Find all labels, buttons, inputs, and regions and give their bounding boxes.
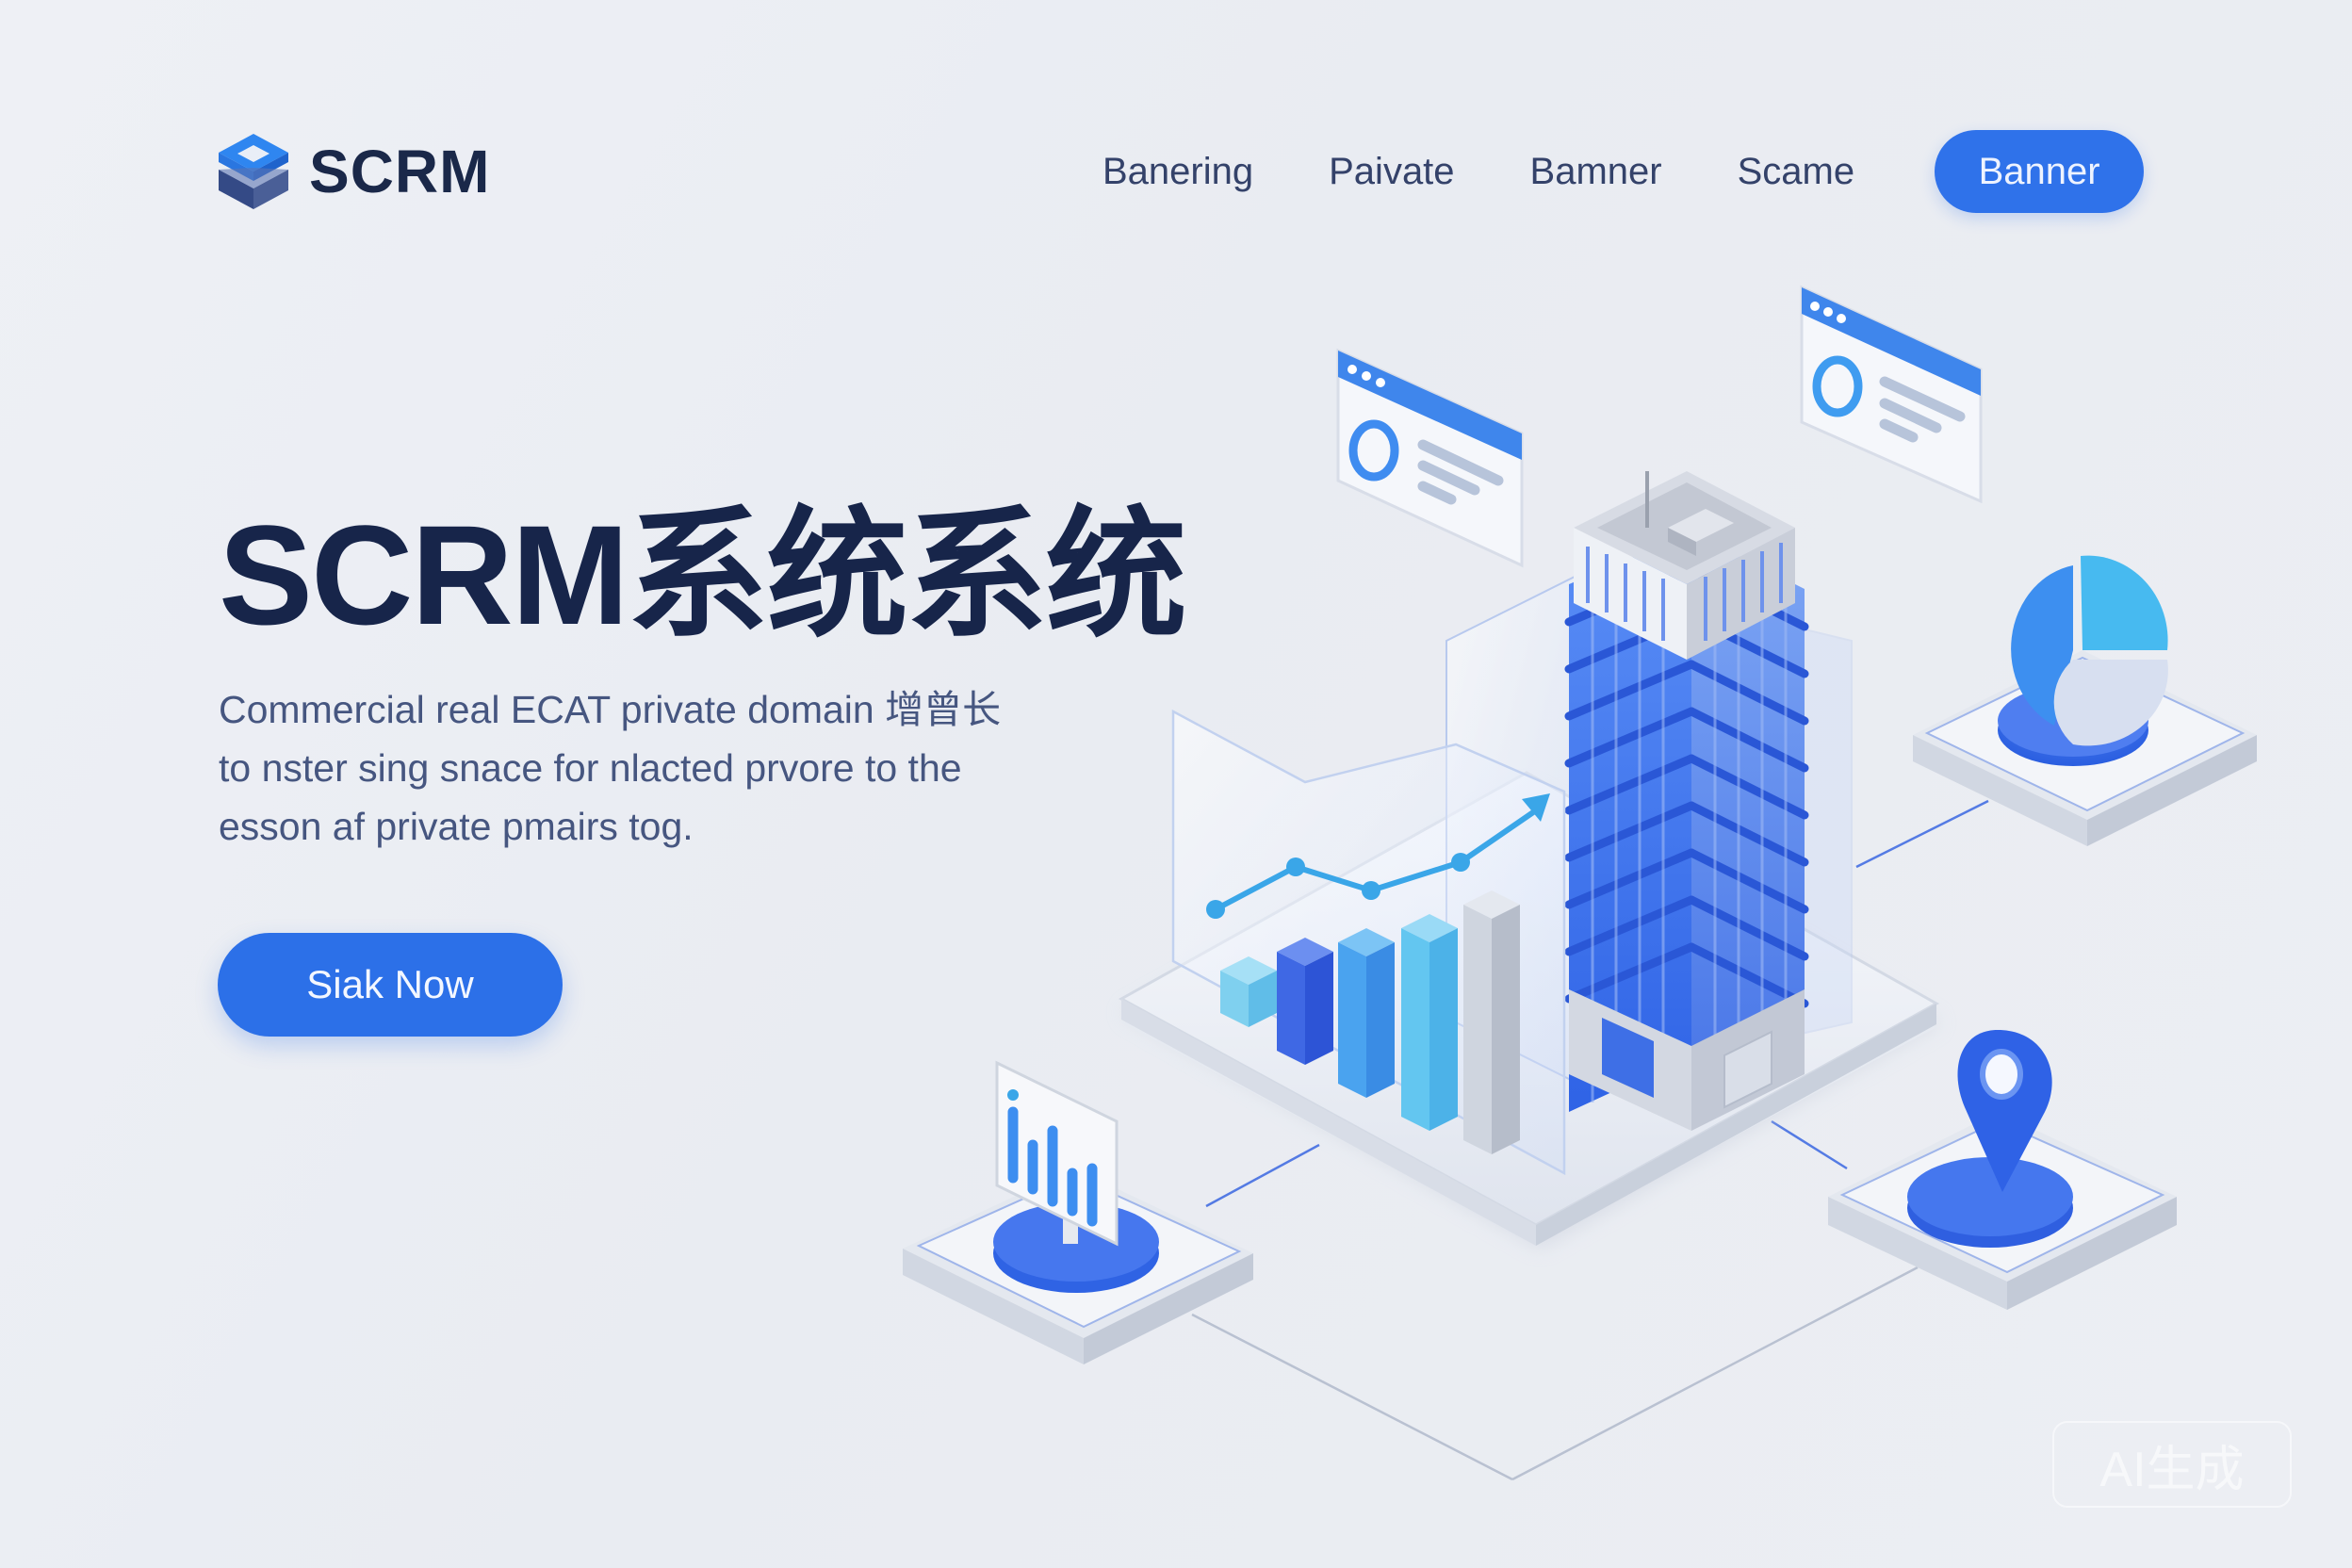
bar-chart-board-pedestal xyxy=(903,1060,1253,1364)
nav-banner-button[interactable]: Banner xyxy=(1935,130,2145,213)
isometric-illustration xyxy=(848,264,2318,1508)
trend-line xyxy=(1206,793,1550,919)
pie-chart-pedestal xyxy=(1913,555,2257,846)
bar-chart-3d xyxy=(1220,890,1520,1154)
hero-description-line: to nster sing snace for nlacted prvore t… xyxy=(219,746,962,790)
hero-description-line: esson af private pmairs tog. xyxy=(219,805,694,848)
floating-browser-window-left xyxy=(1336,348,1524,568)
location-pin-pedestal xyxy=(1828,1030,2177,1310)
nav-link-banering[interactable]: Banering xyxy=(1102,150,1254,192)
ai-generated-watermark: AI生成 xyxy=(2052,1421,2292,1508)
nav-link-bamner[interactable]: Bamner xyxy=(1529,150,1662,192)
cube-stack-icon xyxy=(219,134,288,209)
hero-description: Commercial real ECAT private domain 增曾长 … xyxy=(219,680,1067,856)
nav-link-paivate[interactable]: Paivate xyxy=(1329,150,1455,192)
logo[interactable]: SCRM xyxy=(217,132,490,211)
site-header: SCRM Banering Paivate Bamner Scame Banne… xyxy=(0,0,2352,339)
hero-cta-button[interactable]: Siak Now xyxy=(218,933,563,1037)
main-nav: Banering Paivate Bamner Scame Banner xyxy=(1102,130,2145,213)
floating-browser-window-right xyxy=(1800,285,1983,504)
hero-description-line: Commercial real ECAT private domain 增曾长 xyxy=(219,688,1002,731)
logo-text: SCRM xyxy=(309,138,491,205)
illustration-svg xyxy=(903,285,2257,1481)
hero-title: SCRM系统系统 xyxy=(219,496,1187,654)
connector-lines xyxy=(1205,799,1989,1208)
nav-link-scame[interactable]: Scame xyxy=(1737,150,1855,192)
skyscraper-building xyxy=(1564,471,1809,1131)
